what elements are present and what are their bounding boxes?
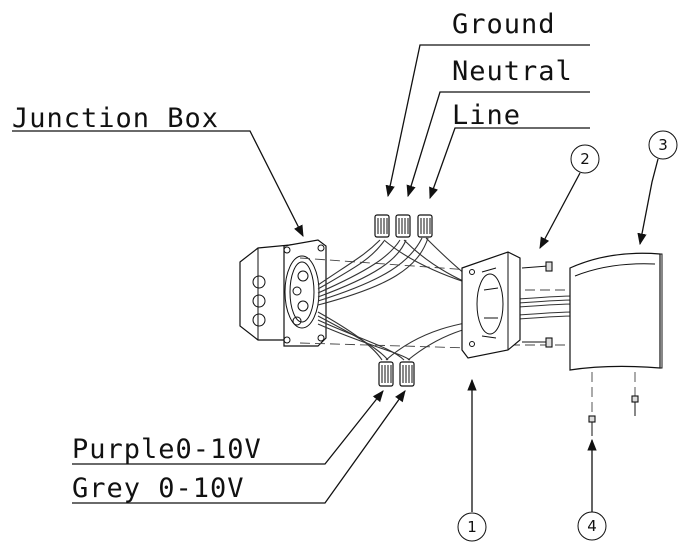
mounting-plate <box>461 251 521 359</box>
purple-label: Purple0-10V <box>72 434 262 465</box>
neutral-leader <box>406 91 590 198</box>
ground-label-group: Ground <box>385 9 590 198</box>
junction-box <box>239 239 327 347</box>
ground-leader <box>385 44 590 198</box>
mounting-screws <box>521 261 553 348</box>
junction-box-label-group: Junction Box <box>12 103 304 238</box>
grey-wire-connector <box>399 361 415 387</box>
ground-label: Ground <box>452 9 556 40</box>
line-label-group: Line <box>429 100 590 200</box>
callout-3: 3 <box>637 130 678 246</box>
junction-box-leader <box>12 130 304 238</box>
callout-4: 4 <box>577 438 607 541</box>
callout-4-number: 4 <box>587 517 597 535</box>
line-label: Line <box>452 100 521 131</box>
callout-2-number: 2 <box>580 150 590 168</box>
purple-wire-connector <box>378 361 394 387</box>
line-leader <box>429 127 590 200</box>
grey-label-group: Grey 0-10V <box>72 390 406 504</box>
sensor-cover <box>569 252 663 371</box>
grey-label: Grey 0-10V <box>72 473 245 504</box>
bottom-wire-connectors <box>378 361 415 387</box>
junction-box-label: Junction Box <box>12 103 219 134</box>
callout-2: 2 <box>539 144 600 250</box>
ground-wire-connector <box>374 214 390 238</box>
grey-leader <box>72 390 406 504</box>
alignment-lines <box>299 257 636 420</box>
line-wire-connector <box>417 214 433 238</box>
top-wire-connectors <box>374 214 433 238</box>
neutral-label: Neutral <box>452 56 573 87</box>
callout-3-number: 3 <box>658 136 668 154</box>
neutral-wire-connector <box>395 214 411 238</box>
neutral-label-group: Neutral <box>406 56 590 198</box>
callout-1: 1 <box>457 378 487 542</box>
purple-leader <box>72 390 384 465</box>
callout-1-number: 1 <box>467 518 477 536</box>
purple-label-group: Purple0-10V <box>72 390 384 465</box>
cover-screws <box>588 395 639 436</box>
